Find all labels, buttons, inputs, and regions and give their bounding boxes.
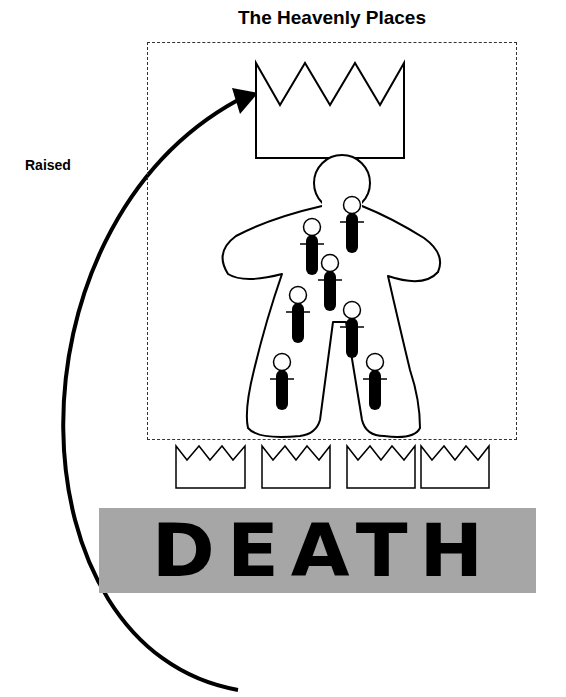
person (300, 219, 324, 276)
small-crown (347, 446, 415, 488)
region-heading: The Heavenly Places (148, 7, 516, 29)
small-crown (176, 446, 245, 488)
small-crown (421, 446, 489, 488)
person (340, 302, 364, 359)
arrow-label: Raised (25, 157, 71, 173)
region-box: The Heavenly Places (147, 42, 517, 440)
band-label: DEATH (140, 514, 495, 586)
person (318, 255, 342, 312)
person (363, 354, 387, 411)
arrow-head (232, 88, 258, 114)
raised-arrow (63, 100, 238, 690)
body-figure (223, 206, 441, 437)
death-band: DEATH (99, 508, 536, 593)
person (270, 354, 294, 411)
neck-joint (322, 196, 362, 214)
person (340, 197, 364, 254)
small-crown (262, 446, 330, 488)
person (286, 287, 310, 344)
crown (256, 63, 404, 158)
